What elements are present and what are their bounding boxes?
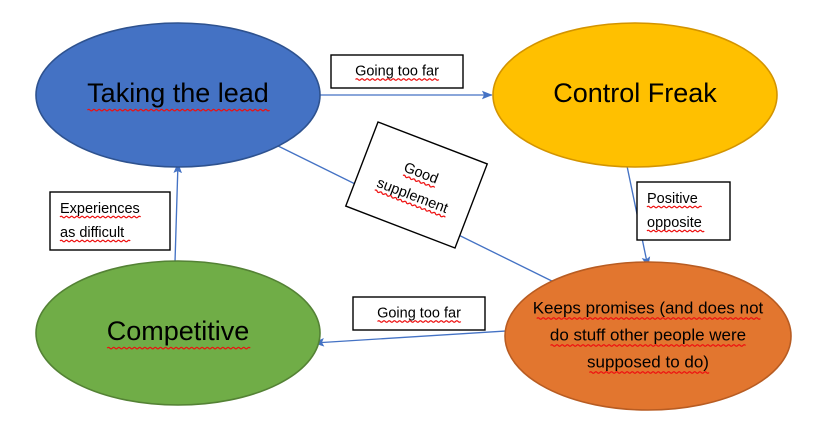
edge-keeps-promises-to-competitive [313,329,523,347]
spellcheck-squiggle-icon [87,108,270,112]
spellcheck-squiggle-icon [588,371,710,374]
edge-label-experiences-as-difficult[interactable]: Experiences as difficult [49,191,171,251]
spellcheck-squiggle-icon [59,239,131,243]
edge-labels-layer: Going too farGoodsupplementExperiencesas… [49,54,731,331]
spellcheck-squiggle-icon [106,346,251,350]
node-label-keeps-promises: supposed to do) [587,352,709,371]
node-label-control-freak: Control Freak [553,78,717,108]
node-control-freak[interactable]: Control Freak [492,22,778,168]
edge-label-positive-opposite[interactable]: Positive opposite [636,181,731,241]
spellcheck-squiggle-icon [402,174,436,188]
edge-label-box-experiences-as-difficult [49,191,171,251]
spellcheck-squiggle-icon [646,229,705,233]
edge-label-box-going-too-far-bottom [352,296,486,331]
node-label-competitive: Competitive [107,316,250,346]
node-shape-competitive [35,260,321,406]
node-shape-control-freak [492,22,778,168]
node-shape-keeps-promises [504,261,792,411]
node-label-keeps-promises: do stuff other people were [550,325,746,344]
edge-label-text-going-too-far-bottom: Going too far [377,305,461,321]
node-label-taking-the-lead: Taking the lead [87,78,269,108]
spellcheck-squiggle-icon [374,189,446,218]
edge-competitive-to-lead [173,162,183,263]
node-shape-taking-the-lead [35,22,321,168]
spellcheck-squiggle-icon [59,215,142,219]
edge-label-text-positive-opposite: Positive [647,191,698,207]
edge-label-going-too-far-bottom[interactable]: Going too far [352,296,486,331]
spellcheck-squiggle-icon [536,317,761,320]
edge-label-box-good-supplement [344,121,489,249]
spellcheck-squiggle-icon [355,78,440,81]
edge-label-text-positive-opposite: opposite [647,215,702,231]
node-competitive[interactable]: Competitive [35,260,321,406]
edge-label-text-experiences-as-difficult: as difficult [60,225,124,241]
edge-label-text-experiences-as-difficult: Experiences [60,201,140,217]
spellcheck-squiggle-icon [550,344,747,347]
node-label-keeps-promises: Keeps promises (and does not [533,298,764,317]
node-taking-the-lead[interactable]: Taking the lead [35,22,321,168]
edge-label-text-going-too-far-top: Going too far [355,63,439,79]
node-keeps-promises[interactable]: Keeps promises (and does not do stuff oth… [504,261,792,411]
edge-label-box-going-too-far-top [330,54,464,89]
spellcheck-squiggle-icon [646,205,703,209]
spellcheck-squiggle-icon [377,320,462,323]
edge-label-going-too-far-top[interactable]: Going too far [330,54,464,89]
